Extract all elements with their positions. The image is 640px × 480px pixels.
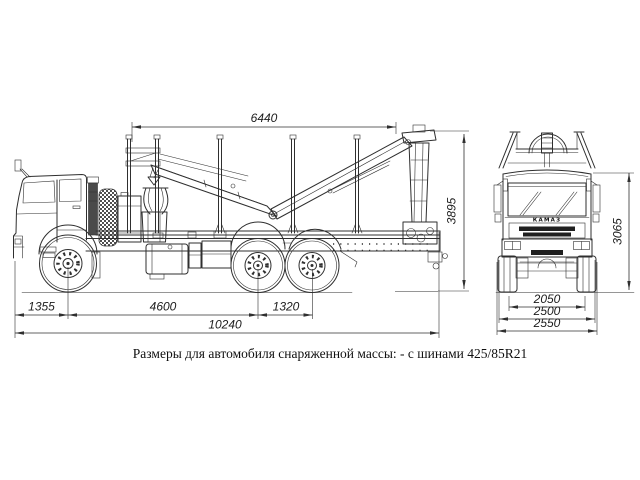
side-view-drawing xyxy=(13,124,448,293)
wipers xyxy=(519,191,578,216)
dimension-annotations: 6440 3895 1355 4600 xyxy=(14,111,634,338)
underbody-equipment xyxy=(145,240,232,280)
spare-tire xyxy=(98,188,118,247)
caption-text: Размеры для автомобиля снаряженной массы… xyxy=(133,346,527,361)
dim-cab-height: 3065 xyxy=(593,172,634,290)
crane-boom-folded xyxy=(150,136,413,220)
air-intake-stack xyxy=(87,176,99,236)
front-view-drawing: КАМАЗ xyxy=(493,131,635,293)
dim-label-cab-width: 2500 xyxy=(533,304,561,318)
truck-cab-side xyxy=(13,159,98,259)
front-wheel xyxy=(39,234,97,293)
crane-front-silhouette xyxy=(528,132,568,154)
dim-label-platform-length: 6440 xyxy=(251,111,278,125)
grille xyxy=(508,222,586,239)
dim-cab-width: 2500 xyxy=(498,260,596,323)
cab-protection-rack xyxy=(498,131,596,169)
headboard-rack xyxy=(125,134,161,234)
dim-label-cab-height: 3065 xyxy=(611,218,625,245)
rear-fenders xyxy=(230,221,342,250)
front-fender-arch xyxy=(38,224,98,255)
dim-front-track: 2050 xyxy=(508,292,586,311)
dim-platform-length: 6440 xyxy=(131,111,397,142)
dim-front-overhang: 1355 xyxy=(14,261,69,338)
dim-label-front-track: 2050 xyxy=(533,292,561,306)
front-axle-and-tires xyxy=(497,255,597,293)
dim-label-rear-bogie-base: 1320 xyxy=(273,300,300,314)
rear-wheels xyxy=(230,238,340,293)
dim-label-overall-length: 10240 xyxy=(208,318,242,332)
crane-column xyxy=(401,124,448,270)
truck-cab-front: КАМАЗ xyxy=(501,169,593,258)
windshield xyxy=(507,182,587,217)
timber-stakes xyxy=(214,134,363,234)
dim-rear-bogie-base: 1320 xyxy=(258,269,313,319)
dim-wheelbase: 4600 xyxy=(68,269,259,319)
dim-overall-width: 2550 xyxy=(496,262,598,335)
chassis-frame xyxy=(85,230,441,279)
grille-badge: КАМАЗ xyxy=(533,218,561,224)
mirror-side xyxy=(14,159,22,172)
dim-label-overall-height: 3895 xyxy=(445,197,459,224)
mirrors-front xyxy=(493,180,601,223)
dim-overall-height: 3895 xyxy=(395,130,469,292)
dim-label-overall-width: 2550 xyxy=(533,316,561,330)
dim-label-front-overhang: 1355 xyxy=(28,300,55,314)
dim-overall-length: 10240 xyxy=(15,232,440,338)
dim-label-wheelbase: 4600 xyxy=(150,300,177,314)
hydraulic-tank-box xyxy=(117,192,142,243)
